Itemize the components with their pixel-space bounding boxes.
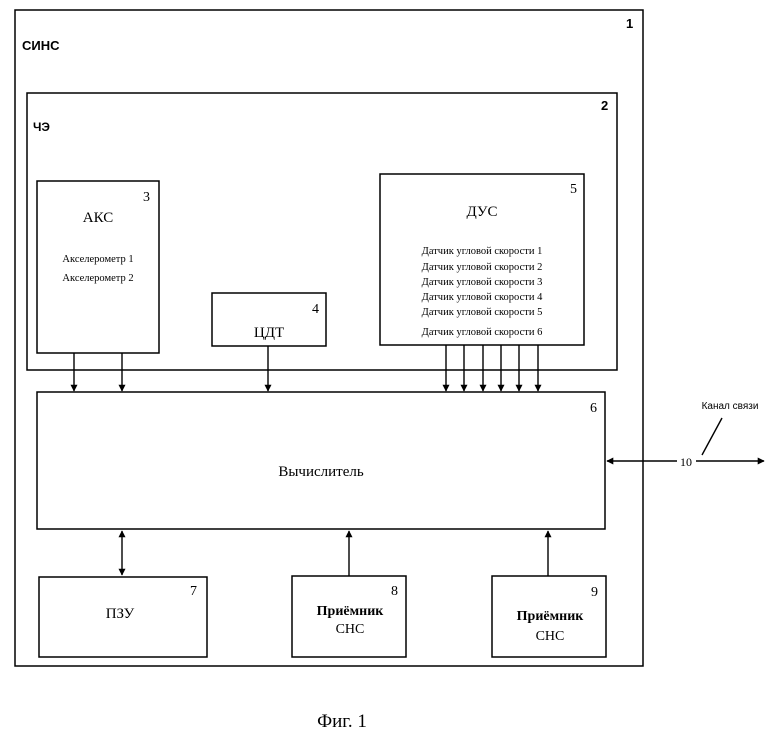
receiver-1-line2: СНС [336,622,365,637]
aks-block [37,181,159,353]
sensitive-elements-label: ЧЭ [33,120,50,134]
receiver-1-number: 8 [391,584,398,599]
channel-leader-line [702,418,722,455]
channel-label: Канал связи [702,401,759,412]
dus-number: 5 [570,182,577,197]
dus-item: Датчик угловой скорости 6 [422,327,543,338]
aks-item: Акселерометр 1 [62,254,133,265]
pzu-number: 7 [190,584,197,599]
dus-item: Датчик угловой скорости 2 [422,262,543,273]
sins-label: СИНС [22,38,60,53]
dus-title: ДУС [466,204,497,220]
dus-item: Датчик угловой скорости 5 [422,307,543,318]
computer-title: Вычислитель [278,464,364,480]
computer-number: 6 [590,401,597,416]
cdt-title: ЦДТ [254,325,284,341]
figure-caption: Фиг. 1 [317,711,367,732]
sins-number: 1 [626,16,633,31]
computer-block [37,392,605,529]
dus-block [380,174,584,345]
sensitive-elements-number: 2 [601,98,608,113]
dus-item: Датчик угловой скорости 4 [422,292,543,303]
pzu-title: ПЗУ [106,606,135,622]
aks-item: Акселерометр 2 [62,273,133,284]
channel-number: 10 [680,455,692,469]
dus-item: Датчик угловой скорости 1 [422,246,543,257]
receiver-1-line1: Приёмник [317,604,385,619]
dus-item: Датчик угловой скорости 3 [422,277,543,288]
receiver-2-line1: Приёмник [517,609,585,624]
receiver-2-line2: СНС [536,629,565,644]
aks-number: 3 [143,190,150,205]
aks-title: АКС [83,210,113,226]
receiver-2-number: 9 [591,585,598,600]
cdt-number: 4 [312,302,319,317]
